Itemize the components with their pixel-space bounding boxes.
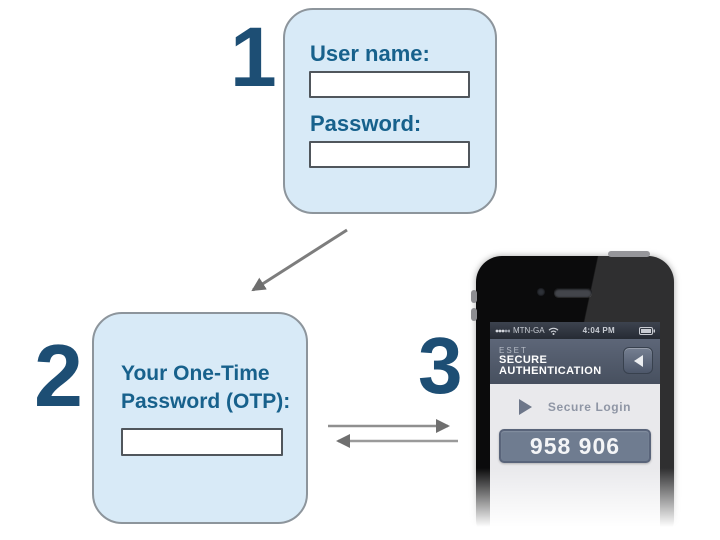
otp-code-box: 958 906 (499, 429, 651, 463)
clock-label: 4:04 PM (582, 326, 615, 335)
step-3-number: 3 (418, 321, 463, 410)
app-title-line2: AUTHENTICATION (499, 365, 602, 377)
volume-up-button (471, 290, 477, 303)
secure-login-button[interactable]: Secure Login (490, 399, 660, 415)
volume-down-button (471, 308, 477, 321)
camera-icon (537, 288, 545, 296)
step-1-number: 1 (230, 10, 277, 104)
status-bar: MTN-GA 4:04 PM (490, 322, 660, 339)
otp-form-panel (92, 312, 308, 524)
otp-code-value: 958 906 (529, 432, 621, 459)
login-form-panel (283, 8, 497, 214)
arrow-exchange-icon (328, 419, 458, 448)
otp-label-line2: Password (OTP): (121, 390, 291, 413)
wifi-icon (548, 327, 558, 335)
password-input[interactable] (309, 141, 470, 168)
brand-name: ESET (499, 346, 528, 355)
arrow-step1-to-step2-icon (251, 228, 348, 292)
password-label: Password: (310, 111, 422, 136)
phone: MTN-GA 4:04 PM ESET SECURE (471, 251, 674, 540)
play-icon (518, 399, 532, 415)
back-arrow-icon (633, 354, 643, 367)
secure-login-label: Secure Login (547, 400, 632, 414)
carrier-label: MTN-GA (513, 326, 545, 335)
app-body: Secure Login 958 906 (490, 399, 660, 463)
power-button (608, 251, 650, 257)
otp-input[interactable] (121, 428, 283, 456)
speaker-icon (554, 288, 592, 297)
otp-label-line1: Your One-Time (121, 362, 270, 385)
phone-screen: MTN-GA 4:04 PM ESET SECURE (490, 322, 660, 540)
back-button[interactable] (623, 347, 653, 374)
battery-icon (639, 326, 655, 335)
step-2-number: 2 (34, 326, 83, 425)
username-label: User name: (310, 41, 430, 66)
app-title-line1: SECURE (499, 354, 548, 366)
signal-icon (495, 329, 510, 332)
app-header: ESET SECURE AUTHENTICATION (490, 339, 660, 384)
username-input[interactable] (309, 71, 470, 98)
